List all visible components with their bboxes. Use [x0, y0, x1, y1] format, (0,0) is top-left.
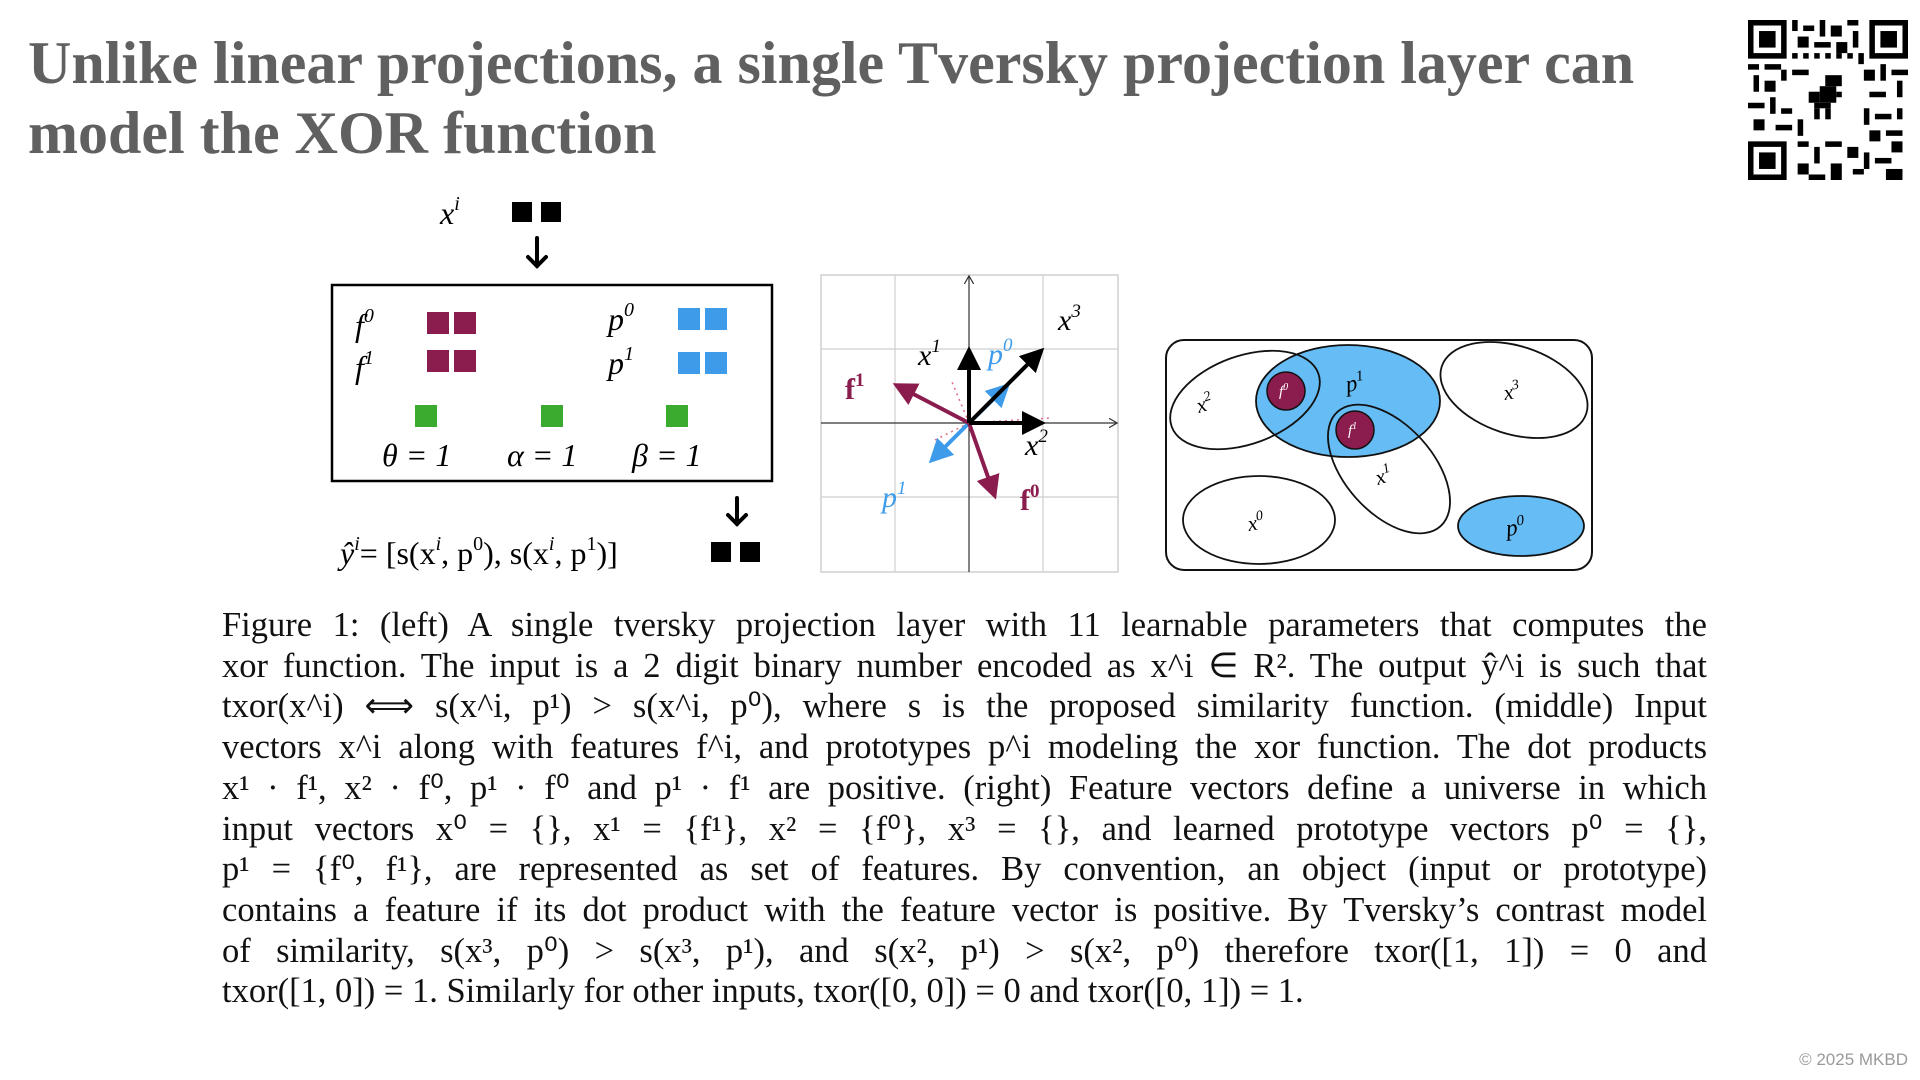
feature-universe-venn: f0 f1 x2 p1 x3 x1 x0 p0: [1165, 339, 1593, 571]
vector-f1: [892, 383, 970, 425]
set-x3: [1439, 341, 1589, 439]
param-alpha: α = 1: [507, 437, 577, 473]
prototype-label: p1: [606, 343, 634, 381]
figure-caption: Figure 1: (left) A single tversky projec…: [222, 605, 1707, 1012]
feature-weights: [427, 312, 476, 372]
output-bit: [711, 542, 731, 562]
vector-x3: [967, 347, 1045, 425]
caption-line: Figure 1: (left) A single tversky projec…: [222, 606, 1707, 644]
input-label: xi: [439, 193, 460, 231]
caption-line: vectors x^i along with features f^i, and…: [222, 728, 1707, 767]
label-p1: p1: [880, 478, 907, 514]
set-p0: [1457, 495, 1585, 557]
label-x3: x3: [1057, 301, 1081, 337]
down-arrow-icon: [726, 496, 748, 527]
param-weights: [415, 405, 688, 427]
label-x1: x1: [917, 336, 941, 372]
param-beta: β = 1: [631, 437, 702, 473]
feature-point-f0: [1266, 371, 1306, 411]
prototype-label: p0: [606, 299, 634, 337]
label-p0: p0: [986, 335, 1013, 371]
caption-line: of similarity, s(x³, p⁰) > s(x³, p¹), an…: [222, 931, 1707, 970]
set-x2: [1169, 349, 1321, 451]
caption-line: x¹ · f¹, x² · f⁰, p¹ · f⁰ and p¹ · f¹ ar…: [222, 768, 1707, 807]
vector-p1: [928, 421, 971, 464]
qr-code-icon: [1748, 20, 1908, 180]
label-x2: x2: [1024, 426, 1048, 462]
set-p1: [1255, 344, 1441, 458]
caption-line: txor(x^i) ⟺ s(x^i, p¹) > s(x^i, p⁰), whe…: [222, 687, 1707, 726]
down-arrow-icon: [526, 236, 548, 269]
label-x3: x3: [1501, 377, 1522, 405]
caption-line: contains a feature if its dot product wi…: [222, 890, 1707, 929]
copyright-notice: © 2025 MKBD: [1799, 1050, 1908, 1069]
param-theta: θ = 1: [382, 437, 451, 473]
label-p0: p0: [1502, 512, 1527, 541]
set-x0: [1182, 475, 1336, 565]
label-f1: f1: [1348, 421, 1357, 439]
label-f0: f0: [1020, 481, 1040, 517]
vector-f0: [967, 422, 1000, 500]
input-bit: [541, 202, 561, 222]
caption-line: p¹ = {f⁰, f¹}, are represented as set of…: [222, 850, 1707, 889]
prototype-weights: [678, 308, 727, 374]
input-bit: [512, 202, 532, 222]
set-x1: [1327, 403, 1451, 535]
slide-title: Unlike linear projections, a single Tver…: [28, 30, 1635, 166]
caption-line: xor function. The input is a 2 digit bin…: [222, 646, 1707, 685]
label-f0: f0: [1279, 382, 1288, 400]
caption-line: txor([1, 0]) = 1. Similarly for other in…: [222, 972, 1304, 1011]
label-p1: p1: [1341, 368, 1366, 397]
tversky-layer-diagram: xi f0 f1 p0 p1 θ = 1 α = 1 β = 1 ŷi= [s(…: [330, 193, 774, 571]
feature-point-f1: [1335, 410, 1375, 450]
caption-line: input vectors x⁰ = {}, x¹ = {f¹}, x² = {…: [222, 809, 1707, 848]
label-x0: x0: [1245, 508, 1266, 536]
label-f1: f1: [845, 370, 865, 406]
output-equation: ŷi= [s(xi, p0), s(xi, p1)]: [337, 533, 618, 571]
vector-plot: x1 x2 x3 p0 p1 f0 f1: [820, 274, 1119, 573]
output-bit: [740, 542, 760, 562]
